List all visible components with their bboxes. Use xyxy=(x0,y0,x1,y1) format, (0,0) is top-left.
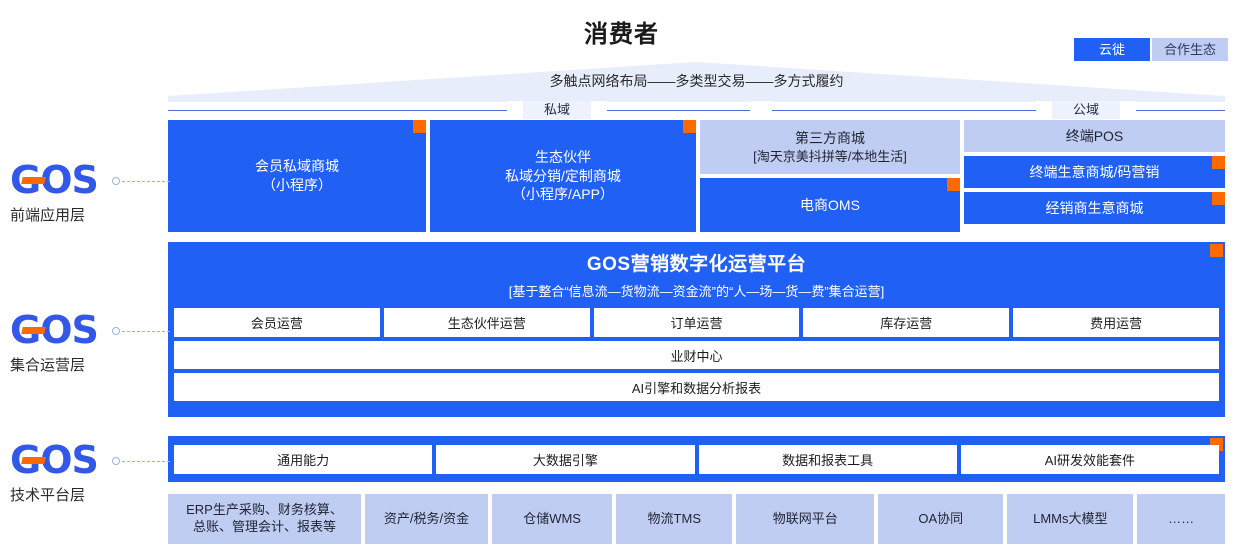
orange-corner-marker xyxy=(1210,244,1223,257)
gos-ai-analytics-reports[interactable]: AI引擎和数据分析报表 xyxy=(174,373,1219,401)
connector-dot xyxy=(112,457,120,465)
gos-marketing-platform-panel: GOS营销数字化运营平台 [基于整合“信息流—货物流—资金流”的“人—场—货—费… xyxy=(168,242,1225,417)
tech-ai-devops-suite[interactable]: AI研发效能套件 xyxy=(960,445,1219,474)
base-system-erp-line2: 总账、管理会计、报表等 xyxy=(192,519,336,534)
legend-item-yunxi[interactable]: 云徙 xyxy=(1074,38,1150,61)
tech-bigdata-engine[interactable]: 大数据引擎 xyxy=(436,445,695,474)
gos-op-inventory[interactable]: 库存运营 xyxy=(803,308,1010,337)
domain-label-private: 私域 xyxy=(523,101,591,119)
box-third-party-mall[interactable]: 第三方商城 [淘天京美抖拼等/本地生活] xyxy=(700,120,960,174)
box-member-private-mall[interactable]: 会员私域商城 （小程序） xyxy=(168,120,426,232)
connector-dot xyxy=(112,327,120,335)
connector-tech xyxy=(112,456,170,466)
box-member-private-mall-line2: （小程序） xyxy=(262,177,332,193)
base-systems-row: ERP生产采购、财务核算、 总账、管理会计、报表等 资产/税务/资金 仓储WMS… xyxy=(168,494,1225,544)
box-ecosystem-partner-mall[interactable]: 生态伙伴 私域分销/定制商城 （小程序/APP） xyxy=(430,120,696,232)
tech-platform-panel: 通用能力 大数据引擎 数据和报表工具 AI研发效能套件 xyxy=(168,436,1225,482)
gos-platform-title: GOS营销数字化运营平台 xyxy=(586,253,807,275)
gos-logo: GOS xyxy=(10,308,99,352)
gos-op-member[interactable]: 会员运营 xyxy=(174,308,380,337)
box-terminal-pos[interactable]: 终端POS xyxy=(964,120,1225,152)
rail-label-tech: 技术平台层 xyxy=(10,487,86,504)
box-ecommerce-oms[interactable]: 电商OMS xyxy=(700,178,960,232)
base-system-asset-tax-fund[interactable]: 资产/税务/资金 xyxy=(364,494,489,544)
box-ecosystem-partner-mall-line3: （小程序/APP） xyxy=(512,186,614,203)
connector-dash xyxy=(122,181,170,182)
tech-general-capability[interactable]: 通用能力 xyxy=(174,445,433,474)
gos-logo: GOS xyxy=(10,438,99,482)
base-system-wms[interactable]: 仓储WMS xyxy=(492,494,613,544)
box-third-party-mall-line2: [淘天京美抖拼等/本地生活] xyxy=(753,148,907,164)
domain-divider: 私域 公域 xyxy=(168,101,1225,119)
tech-capabilities-row: 通用能力 大数据引擎 数据和报表工具 AI研发效能套件 xyxy=(174,445,1219,474)
connector-dash xyxy=(122,461,170,462)
orange-corner-marker xyxy=(683,120,696,133)
base-system-more[interactable]: …… xyxy=(1137,494,1225,544)
frontend-application-layer: 会员私域商城 （小程序） 生态伙伴 私域分销/定制商城 （小程序/APP） 第三… xyxy=(168,120,1225,232)
touchpoint-banner: 多触点网络布局——多类型交易——多方式履约 xyxy=(168,62,1225,102)
orange-corner-marker xyxy=(947,178,960,191)
box-dealer-business-mall-label: 经销商生意商城 xyxy=(1045,199,1144,216)
box-terminal-pos-label: 终端POS xyxy=(1065,127,1124,144)
orange-corner-marker xyxy=(1212,156,1225,169)
gos-operations-row: 会员运营 生态伙伴运营 订单运营 库存运营 费用运营 xyxy=(174,308,1219,337)
tech-data-report-tools[interactable]: 数据和报表工具 xyxy=(698,445,957,474)
domain-divider-line xyxy=(168,110,1225,111)
gos-logo-orange-bar xyxy=(21,327,46,334)
connector-operations xyxy=(112,326,170,336)
box-ecosystem-partner-mall-line2: 私域分销/定制商城 xyxy=(505,167,621,184)
base-system-erp-line1: ERP生产采购、财务核算、 xyxy=(186,502,343,518)
base-system-iot-platform[interactable]: 物联网平台 xyxy=(736,494,875,544)
orange-corner-marker xyxy=(1212,192,1225,205)
rail-operations-layer: GOS 集合运营层 xyxy=(10,308,170,375)
base-system-lmms[interactable]: LMMs大模型 xyxy=(1007,494,1134,544)
base-system-erp[interactable]: ERP生产采购、财务核算、 总账、管理会计、报表等 xyxy=(168,494,361,544)
box-ecommerce-oms-label: 电商OMS xyxy=(800,196,860,213)
rail-label-frontend: 前端应用层 xyxy=(10,207,86,224)
banner-text: 多触点网络布局——多类型交易——多方式履约 xyxy=(549,73,844,89)
base-system-oa[interactable]: OA协同 xyxy=(878,494,1004,544)
box-member-private-mall-line1: 会员私域商城 xyxy=(255,158,339,175)
rail-tech-layer: GOS 技术平台层 xyxy=(10,438,170,505)
connector-dot xyxy=(112,177,120,185)
rail-frontend-layer: GOS 前端应用层 xyxy=(10,158,170,225)
base-system-tms[interactable]: 物流TMS xyxy=(616,494,733,544)
gos-logo-orange-bar xyxy=(21,177,46,184)
rail-label-operations: 集合运营层 xyxy=(10,357,86,374)
gos-logo: GOS xyxy=(10,158,99,202)
legend-item-partner-ecosystem[interactable]: 合作生态 xyxy=(1152,38,1228,61)
gos-op-expense[interactable]: 费用运营 xyxy=(1013,308,1219,337)
gos-op-partner[interactable]: 生态伙伴运营 xyxy=(383,308,590,337)
banner-chevron-shape xyxy=(168,62,1225,102)
box-dealer-business-mall[interactable]: 经销商生意商城 xyxy=(964,192,1225,224)
gos-business-finance-center[interactable]: 业财中心 xyxy=(174,341,1219,369)
legend: 云徙 合作生态 xyxy=(1074,38,1228,61)
box-third-party-mall-line1: 第三方商城 xyxy=(795,129,865,146)
divider-gap-mid xyxy=(750,101,772,119)
box-terminal-business-mall-label: 终端生意商城/码营销 xyxy=(1029,163,1160,180)
page-title: 消费者 xyxy=(584,21,659,48)
domain-label-public: 公域 xyxy=(1052,101,1120,119)
gos-op-order[interactable]: 订单运营 xyxy=(593,308,800,337)
gos-platform-header: GOS营销数字化运营平台 [基于整合“信息流—货物流—资金流”的“人—场—货—费… xyxy=(168,242,1225,306)
connector-frontend xyxy=(112,176,170,186)
orange-corner-marker xyxy=(413,120,426,133)
box-terminal-business-mall[interactable]: 终端生意商城/码营销 xyxy=(964,156,1225,188)
gos-platform-subtitle: [基于整合“信息流—货物流—资金流”的“人—场—货—费”集合运营] xyxy=(508,283,885,299)
connector-dash xyxy=(122,331,170,332)
box-ecosystem-partner-mall-line1: 生态伙伴 xyxy=(534,148,591,165)
gos-logo-orange-bar xyxy=(21,457,46,464)
